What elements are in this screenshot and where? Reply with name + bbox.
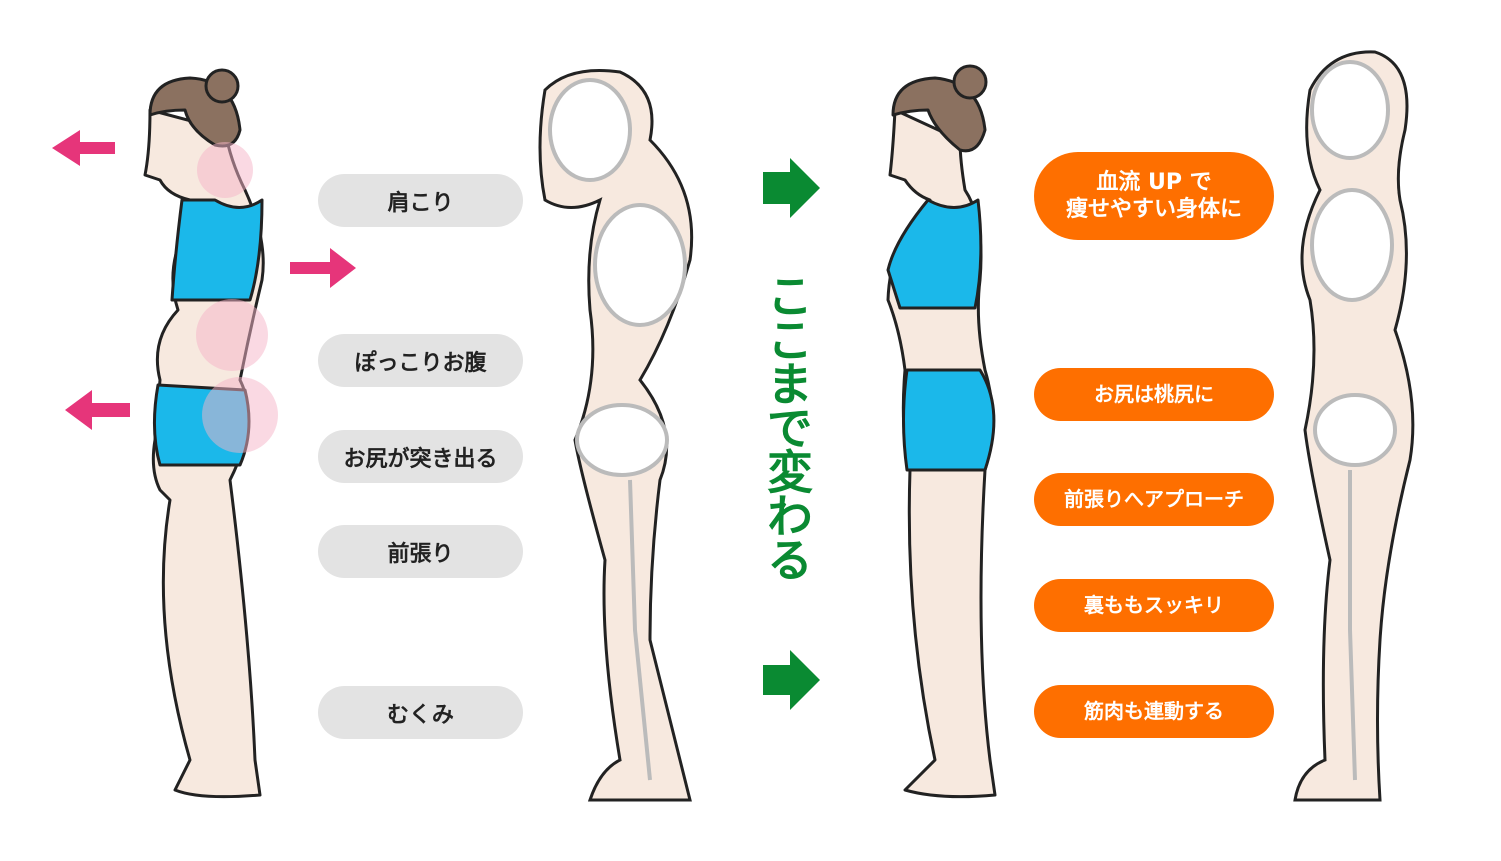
label-peach-hips: お尻は桃尻に <box>1034 368 1274 421</box>
label-stiff-shoulders: 肩こり <box>318 174 523 227</box>
after-skeleton-figure <box>1293 50 1415 802</box>
problem-highlights <box>196 142 278 453</box>
label-front-thigh: 前張り <box>318 525 523 578</box>
label-protruding-hips: お尻が突き出る <box>318 430 523 483</box>
center-heading: ここまで変わる <box>760 272 814 580</box>
label-muscles-linked: 筋肉も連動する <box>1034 685 1274 738</box>
label-blood-flow-line1: 血流 UP で <box>1096 169 1212 195</box>
label-back-thigh: 裏ももスッキリ <box>1034 579 1274 632</box>
label-blood-flow: 血流 UP で 痩せやすい身体に <box>1034 152 1274 240</box>
label-front-thigh-approach: 前張りへアプローチ <box>1034 473 1274 526</box>
label-blood-flow-line2: 痩せやすい身体に <box>1065 197 1242 222</box>
green-arrow-icons <box>763 158 820 710</box>
label-swelling: むくみ <box>318 686 523 739</box>
before-skeleton-figure <box>538 68 694 802</box>
after-woman-figure <box>886 64 997 799</box>
label-belly: ぽっこりお腹 <box>318 334 523 387</box>
pink-arrow-icons <box>52 130 356 430</box>
